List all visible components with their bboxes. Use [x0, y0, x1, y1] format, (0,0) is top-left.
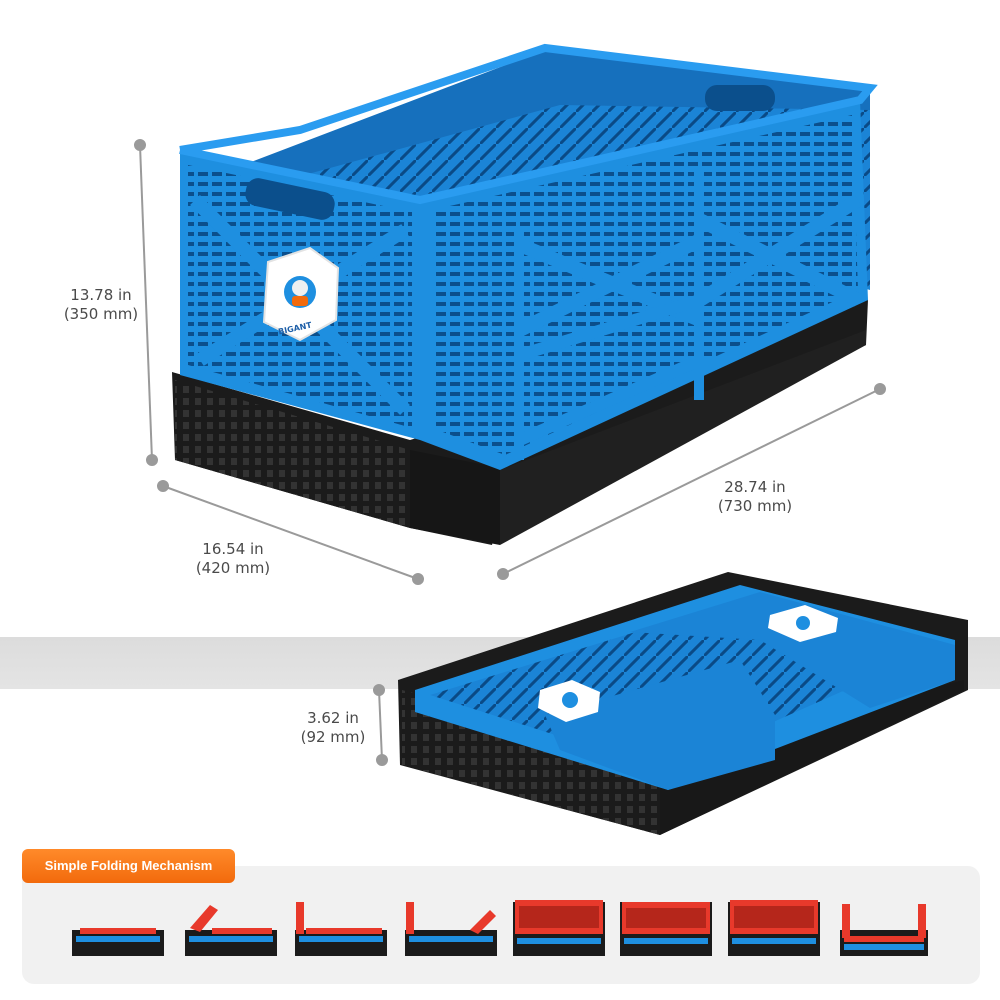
length-inches: 28.74 in [724, 478, 786, 496]
folded-crate [398, 572, 968, 835]
width-mm: (420 mm) [195, 559, 271, 577]
length-mm: (730 mm) [717, 497, 793, 515]
length-dimension-label: 28.74 in (730 mm) [700, 478, 810, 516]
folding-mechanism-badge: Simple Folding Mechanism [22, 849, 235, 883]
folded-height-dimension-label: 3.62 in (92 mm) [283, 709, 383, 747]
height-inches: 13.78 in [70, 286, 132, 304]
folded-logo [538, 605, 838, 722]
height-line [139, 144, 153, 461]
folding-steps-panel [22, 866, 980, 984]
folded-height-line [378, 689, 383, 761]
open-crate [172, 43, 878, 545]
dimension-lines [134, 139, 886, 766]
brand-logo [262, 246, 340, 342]
folded-height-inches: 3.62 in [307, 709, 359, 727]
height-mm: (350 mm) [63, 305, 139, 323]
width-line [162, 485, 419, 580]
length-line [502, 388, 881, 575]
folded-height-mm: (92 mm) [300, 728, 366, 746]
width-inches: 16.54 in [202, 540, 264, 558]
height-dimension-label: 13.78 in (350 mm) [46, 286, 156, 324]
width-dimension-label: 16.54 in (420 mm) [178, 540, 288, 578]
